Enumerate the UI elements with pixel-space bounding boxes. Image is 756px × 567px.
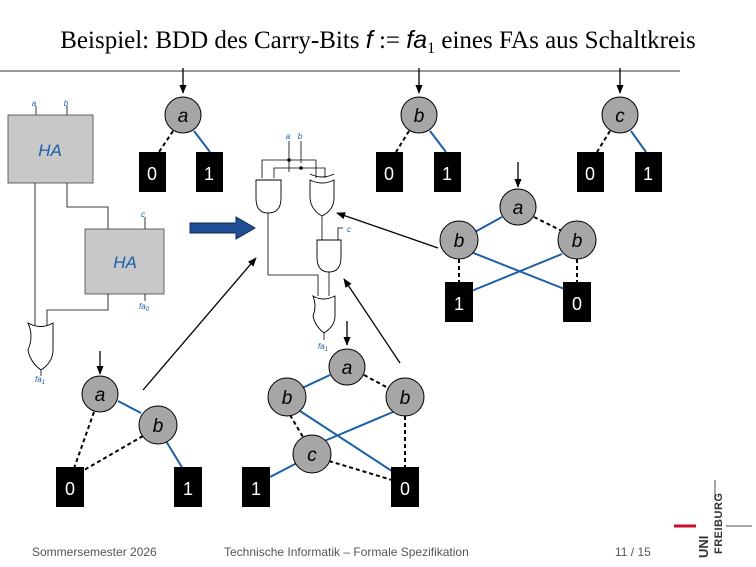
bdd-carry-terminal-1-label: 1 [251,479,261,499]
bdd-carry-node-b-left-label: b [282,388,293,409]
bdd-and-terminal-0 [56,467,84,507]
half-adder-2-label: HA [113,253,137,272]
footer-page-number: 11 / 15 [615,545,651,559]
slide-title: Beispiel: BDD des Carry-Bits f := fa1 ei… [60,26,696,57]
bdd-xor-terminal-1-label: 1 [454,294,464,314]
bdd-b-node-b [400,96,438,134]
gate-input-b: b [298,132,303,141]
bdd-xor-node-b-right [557,220,597,260]
bdd-c-terminal-1-label: 1 [643,164,653,184]
transform-arrow [189,216,256,240]
circuit-output-fa1: fa1 [35,375,45,386]
bdd-carry-terminal-0 [391,467,419,507]
bdd-xor-terminal-0 [563,282,591,322]
or-gate-left [27,321,54,371]
bdd-carry-node-c [292,434,332,474]
bdd-c-terminal-0 [577,152,604,192]
bdd-a-terminal-1 [196,152,223,192]
half-adder-1 [7,114,94,184]
circuit-input-a: a [32,99,37,108]
footer-semester: Sommersemester 2026 [32,545,157,559]
bdd-xor-node-a-label: a [513,198,524,219]
half-adder-1-label: HA [38,141,62,160]
adder-circuit: a b HA c HA fa0 fa1 [7,99,165,386]
bdd-carry-terminal-1 [242,467,270,507]
bdd-and-node-a [81,375,119,413]
bdd-c-terminal-1 [635,152,662,192]
xor-gate-1 [309,179,335,217]
gate-input-a: a [286,132,291,141]
logo-text-freiburg: FREIBURG [713,493,725,554]
bdd-xor-node-b-right-label: b [572,231,583,252]
bdd-a-terminal-0-label: 0 [147,164,157,184]
gate-circuit: a b c fa1 [255,132,351,353]
bdd-xor-terminal-0-label: 0 [572,294,582,314]
pointer-arrows [142,212,439,391]
bdd-a-terminal-0 [139,152,166,192]
bdd-c: c 0 1 [577,68,662,192]
bdd-carry-node-b-left [267,377,307,417]
bdd-xor-terminal-1 [445,282,473,322]
bdd-carry-node-c-label: c [307,445,317,466]
bdd-xor-node-b-left-label: b [454,231,465,252]
bdd-c-node-c [601,96,639,134]
bdd-xor: a b b 1 0 [439,162,597,322]
and-gate-2 [316,239,342,273]
gate-output-fa1: fa1 [318,342,328,353]
logo-text-uni: UNI [696,536,711,558]
bdd-xor-node-a [499,188,537,226]
gate-input-c: c [347,225,351,234]
or-gate-center [312,294,336,334]
bdd-carry-node-a-label: a [342,358,353,379]
circuit-input-c: c [141,210,145,219]
circuit-input-b: b [64,99,69,108]
bdd-b-terminal-1-label: 1 [442,164,452,184]
bdd-b-terminal-0 [376,152,403,192]
footer-course-title: Technische Informatik – Formale Spezifik… [224,545,469,559]
bdd-carry-node-a [328,348,366,386]
bdd-and-terminal-0-label: 0 [65,479,75,499]
bdd-and-node-a-label: a [95,385,106,406]
bdd-a: a 0 1 [139,68,223,192]
bdd-and-terminal-1-label: 1 [183,479,193,499]
bdd-b-terminal-0-label: 0 [384,164,394,184]
and-gate-1 [255,179,282,214]
bdd-carry-node-b-right-label: b [400,388,411,409]
bdd-carry-node-b-right [385,377,425,417]
bdd-b: b 0 1 [376,68,461,192]
bdd-and: a b 0 1 [56,351,202,507]
bdd-a-terminal-1-label: 1 [204,164,214,184]
bdd-carry: a b b c 1 0 [242,321,425,507]
bdd-and-node-b-label: b [153,416,164,437]
bdd-xor-node-b-left [439,220,479,260]
half-adder-2 [84,228,165,295]
bdd-c-terminal-0-label: 0 [585,164,595,184]
bdd-a-node-a-label: a [178,106,189,127]
bdd-and-node-b [138,405,178,445]
bdd-and-terminal-1 [174,467,202,507]
bdd-carry-terminal-0-label: 0 [400,479,410,499]
bdd-a-node-a [164,96,202,134]
bdd-c-node-c-label: c [615,106,625,127]
university-logo: UNI FREIBURG [674,480,752,558]
bdd-b-terminal-1 [434,152,461,192]
circuit-output-fa0: fa0 [139,302,150,313]
bdd-b-node-b-label: b [414,106,425,127]
